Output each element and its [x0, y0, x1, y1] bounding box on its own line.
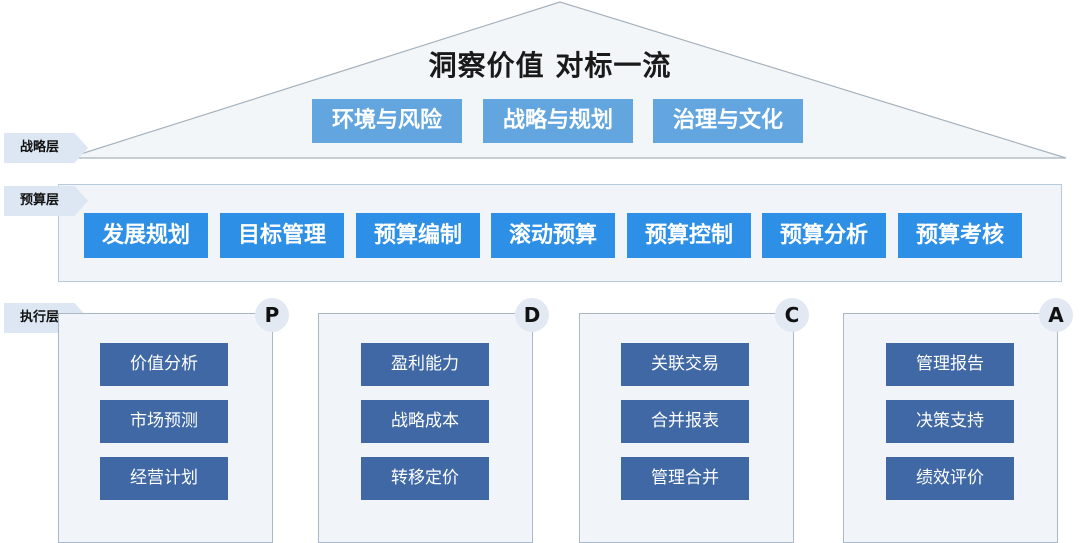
execution-item: 决策支持	[886, 400, 1014, 443]
execution-item: 战略成本	[361, 400, 489, 443]
budget-item-development-plan: 发展规划	[84, 213, 208, 258]
budget-item-budget-analysis: 预算分析	[762, 213, 886, 258]
pdca-letter-d: D	[515, 298, 549, 332]
execution-item: 市场预测	[100, 400, 228, 443]
pdca-letter-c: C	[775, 298, 809, 332]
pdca-letter-a: A	[1039, 298, 1073, 332]
execution-item: 绩效评价	[886, 457, 1014, 500]
budget-item-budget-preparation: 预算编制	[356, 213, 480, 258]
pdca-letter-p: P	[255, 298, 289, 332]
execution-item: 价值分析	[100, 343, 228, 386]
budget-item-budget-control: 预算控制	[627, 213, 751, 258]
layer-tag-strategy: 战略层	[4, 133, 88, 163]
budget-item-target-management: 目标管理	[220, 213, 344, 258]
execution-item: 合并报表	[621, 400, 749, 443]
budget-item-budget-assessment: 预算考核	[898, 213, 1022, 258]
strategy-item-strategy-planning: 战略与规划	[483, 99, 633, 143]
layer-tag-budget: 预算层	[4, 186, 88, 216]
page-title: 洞察价值 对标一流	[428, 49, 672, 82]
strategy-item-governance-culture: 治理与文化	[653, 99, 803, 143]
execution-item: 经营计划	[100, 457, 228, 500]
execution-item: 转移定价	[361, 457, 489, 500]
budget-item-rolling-budget: 滚动预算	[491, 213, 615, 258]
execution-item: 管理合并	[621, 457, 749, 500]
execution-item: 管理报告	[886, 343, 1014, 386]
execution-item: 盈利能力	[361, 343, 489, 386]
strategy-item-environment-risk: 环境与风险	[312, 99, 462, 143]
execution-item: 关联交易	[621, 343, 749, 386]
